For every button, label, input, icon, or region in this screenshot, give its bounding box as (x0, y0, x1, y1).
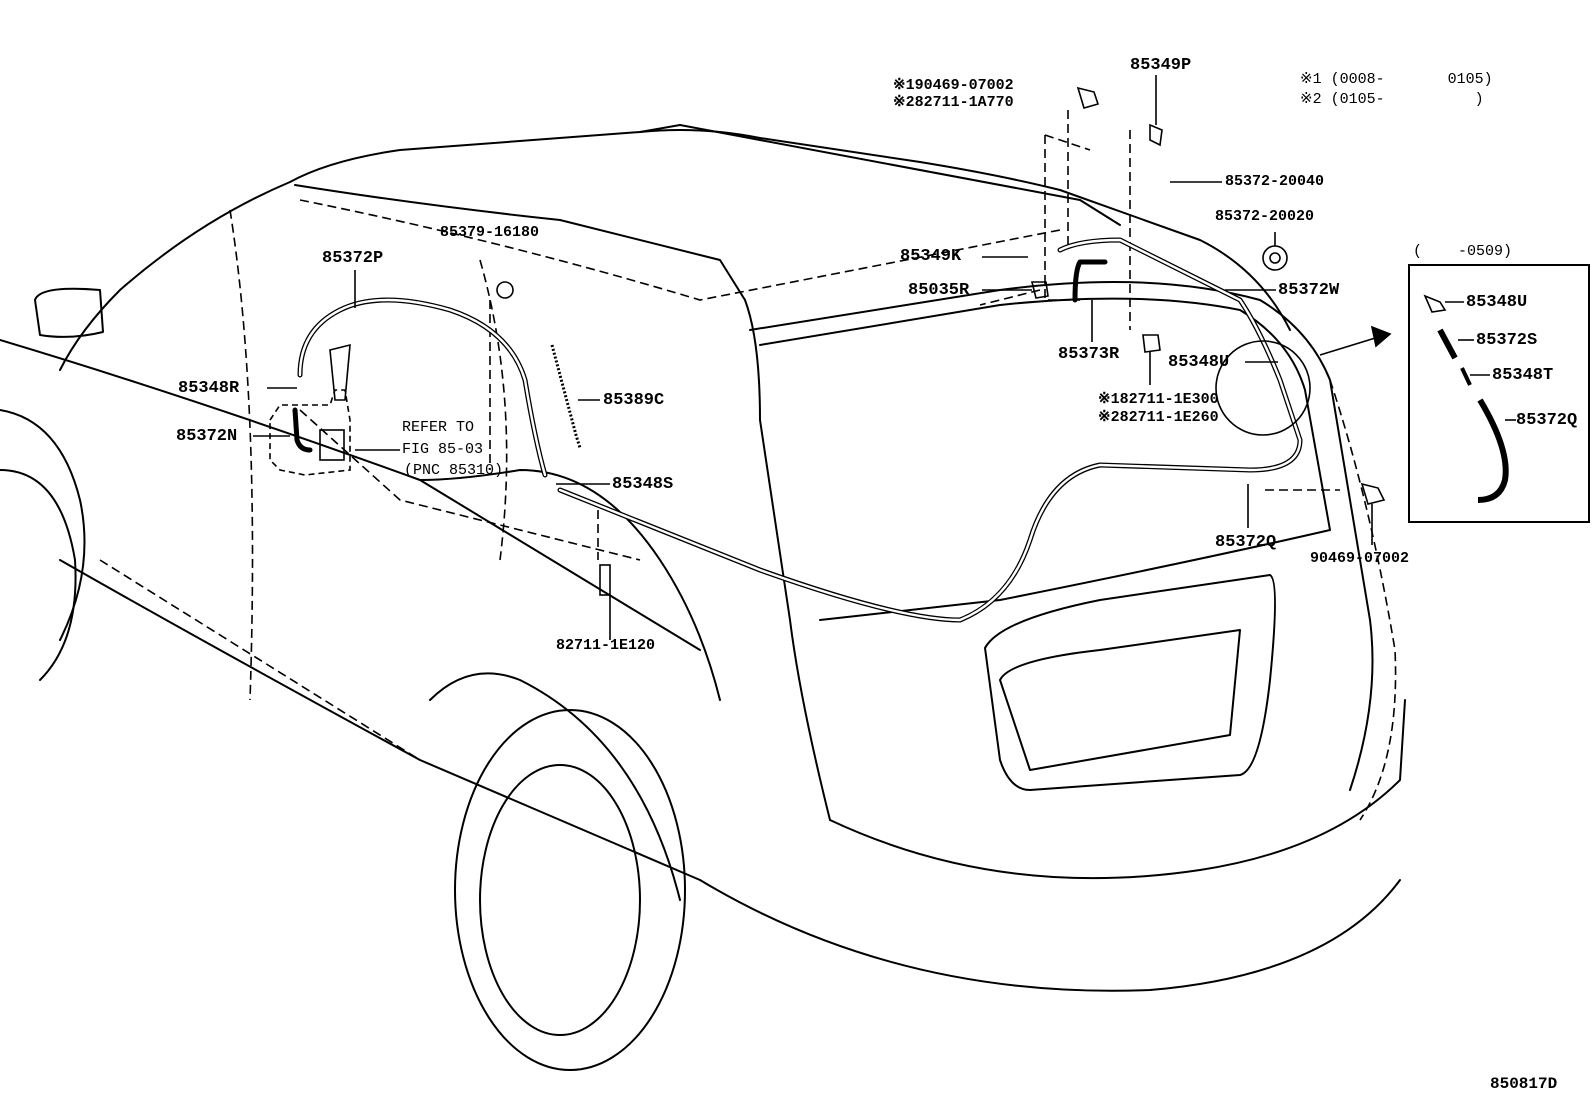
inset-label-85372s: 85372S (1476, 331, 1538, 350)
washer-pump (319, 429, 345, 461)
label-85373r: 85373R (1058, 345, 1120, 364)
car-hidden-side (299, 409, 641, 561)
magnify-arrow-head (1370, 325, 1392, 348)
hose-85373r (1072, 259, 1108, 303)
car-tailgate-outline (749, 281, 1374, 791)
label-85349k: 85349K (900, 247, 962, 266)
date-note-1: ※1 (0008- 0105) (1300, 71, 1493, 88)
car-hidden-roof (299, 199, 1061, 301)
label-82711-1e260: ※282711-1E260 (1098, 409, 1219, 426)
label-85389c: 85389C (603, 391, 665, 410)
clip-85379-16180 (496, 281, 514, 299)
car-rear-pillar (744, 299, 831, 821)
label-85372p: 85372P (322, 249, 384, 268)
car-rear-bumper (829, 699, 1406, 880)
label-85372q: 85372Q (1215, 533, 1277, 552)
washer-tank (269, 389, 351, 476)
car-plate-inner (999, 629, 1241, 771)
label-85348u: 85348U (1168, 353, 1230, 372)
label-85349p: 85349P (1130, 56, 1192, 75)
label-85348r: 85348R (178, 379, 240, 398)
label-82711-1e300: ※182711-1E300 (1098, 391, 1219, 408)
label-85035r: 85035R (908, 281, 970, 300)
car-door-line (229, 209, 254, 701)
label-85372w: 85372W (1278, 281, 1340, 300)
refer-line-3: (PNC 85310) (404, 462, 504, 479)
label-85379-16180: 85379-16180 (440, 224, 540, 241)
fuse-82711-1e120 (599, 564, 611, 596)
car-front-wheel (0, 469, 77, 681)
label-85348s: 85348S (612, 475, 674, 494)
leader-dashed-8 (979, 289, 1041, 306)
leader-dashed-1 (1044, 135, 1080, 301)
magnify-circle (1215, 340, 1311, 436)
car-roof-rail-left (294, 184, 746, 301)
label-82711-1e120: 82711-1E120 (556, 637, 656, 654)
spring-85389c (550, 344, 582, 449)
inset-label-85348t: 85348T (1492, 366, 1554, 385)
inset-date-note: ( -0509) (1413, 243, 1513, 260)
car-side-beltline (0, 339, 701, 651)
inset-nozzle-85348u (1423, 294, 1447, 313)
label-90469-07002-bottom: 90469-07002 (1310, 550, 1410, 567)
label-85372-20020: 85372-20020 (1215, 208, 1315, 225)
car-rear-wheel-outer (454, 709, 686, 1071)
inset-hose-85372q (1477, 398, 1509, 503)
inset-label-85348u: 85348U (1466, 293, 1528, 312)
car-roof-outline (289, 129, 1291, 331)
car-rear-wheel-arch (429, 672, 681, 901)
car-rear-wheel-inner (479, 764, 641, 1036)
refer-line-2: FIG 85-03 (402, 441, 484, 458)
car-roof-rail-right (639, 124, 1121, 226)
label-85372-20040: 85372-20040 (1225, 173, 1325, 190)
label-85372n: 85372N (176, 427, 238, 446)
car-hidden-rear (1329, 379, 1397, 821)
figure-id: 850817D (1490, 1075, 1558, 1093)
refer-line-1: REFER TO (402, 419, 475, 436)
leader-dashed-2 (1044, 134, 1091, 151)
label-90469-07002-top: ※190469-07002 (893, 77, 1014, 94)
hose-85372n (292, 407, 313, 453)
car-plate-recess (984, 574, 1276, 791)
car-mirror (34, 287, 104, 338)
inset-joint-85348t (1460, 367, 1472, 386)
inset-box (1408, 264, 1590, 523)
car-windshield (59, 181, 291, 371)
nozzle-85349p (1149, 123, 1163, 147)
car-rocker (59, 559, 701, 881)
clamp-90469-07002-top (1076, 86, 1100, 109)
car-rear-quarter (419, 469, 721, 701)
label-82711-1a770: ※282711-1A770 (893, 94, 1014, 111)
clamp-90469-07002-bottom (1360, 482, 1386, 505)
car-front-wheel-arch (0, 409, 86, 641)
car-tailgate-window (759, 297, 1331, 621)
washer-filler (329, 343, 351, 401)
car-door-line-2 (479, 259, 508, 561)
inset-label-85372q: 85372Q (1516, 411, 1578, 430)
date-note-2: ※2 (0105- ) (1300, 91, 1484, 108)
grommet-85372-20020-inner (1269, 252, 1281, 264)
grommet-85372-20020 (1262, 245, 1288, 271)
inset-tube-85372s (1437, 328, 1458, 360)
car-hidden-lower (99, 559, 421, 761)
nozzle-85035r (1030, 281, 1049, 299)
clip-82711-1e300 (1142, 334, 1161, 353)
car-bumper-lower (699, 879, 1401, 992)
